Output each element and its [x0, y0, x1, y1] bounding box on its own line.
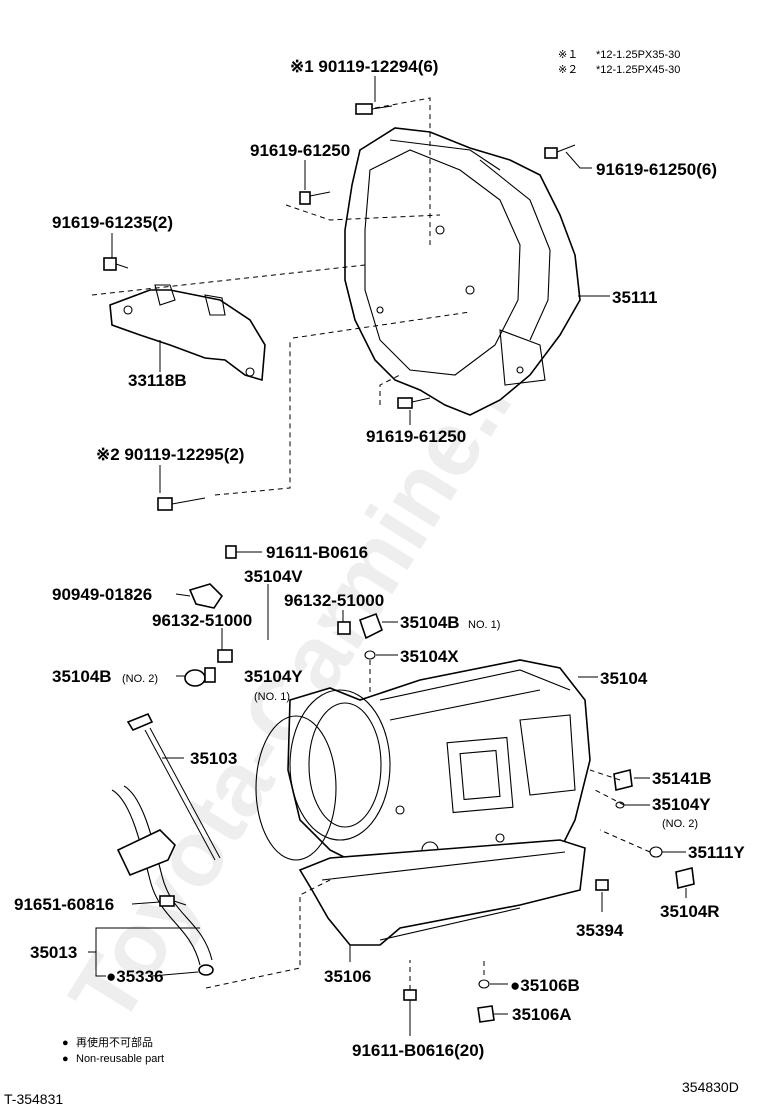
label-91619-61250-6: 91619-61250(6): [596, 160, 717, 179]
label-35104X: 35104X: [400, 647, 459, 666]
legend-1-symbol: ●: [62, 1037, 69, 1049]
label-35111: 35111: [612, 288, 657, 307]
plug-35141B: [613, 769, 633, 791]
clamp-96132-51000-b: [337, 621, 351, 635]
filler-tube-35013: [111, 785, 214, 976]
label-90119-12294: ※1 90119-12294(6): [290, 57, 438, 76]
clamp-96132-51000-a: [217, 649, 233, 663]
label-35106B: ●35106B: [510, 976, 580, 995]
lower-guide-lines: [205, 660, 651, 990]
bolt-91611-B0616: [225, 545, 237, 559]
label-35104: 35104: [600, 669, 648, 688]
note-1-mark: ※１: [558, 49, 578, 61]
bolt-91651-60816: [159, 895, 187, 907]
clip-90949-01826: [188, 583, 224, 609]
label-91619-61250-b: 91619-61250: [366, 427, 466, 446]
bolt-91619-61250-a: [299, 191, 331, 205]
label-35336: ●35336: [106, 967, 164, 986]
spec-notes: ※１ *12-1.25PX35-30 ※２ *12-1.25PX45-30: [558, 49, 680, 76]
label-35104B-no2: 35104B: [52, 667, 112, 686]
o-ring-35104Y-1: [255, 715, 337, 861]
bolt-91611-B0616-20: [403, 989, 417, 1030]
label-91619-61250-a: 91619-61250: [250, 141, 350, 160]
label-96132-51000-a: 96132-51000: [152, 611, 252, 630]
label-35106: 35106: [324, 967, 371, 986]
o-ring-35104X: [364, 650, 376, 660]
legend-2-symbol: ●: [62, 1053, 69, 1065]
label-91619-61235: 91619-61235(2): [52, 213, 173, 232]
lower-leader-lines: [88, 551, 687, 1036]
footer-left-id: T-354831: [4, 1091, 63, 1107]
label-35106A: 35106A: [512, 1005, 572, 1024]
label-35104Y: 35104Y: [244, 667, 303, 686]
bracket-33118B: [109, 284, 266, 382]
fitting-35104B-1: [358, 612, 384, 640]
bolt-90119-12295: [157, 497, 206, 511]
bolt-91619-61250-b: [397, 397, 431, 409]
label-35104B-no1: 35104B: [400, 613, 460, 632]
label-91611-B0616-20: 91611-B0616(20): [352, 1041, 484, 1060]
oil-pan-35106: [298, 839, 586, 946]
bolt-90119-12294: [355, 103, 393, 115]
label-35111Y: 35111Y: [688, 843, 745, 862]
legend: ● 再使用不可部品 ● Non-reusable part: [62, 1035, 164, 1065]
plug-35104R: [675, 867, 695, 889]
bolt-91619-61235: [103, 257, 129, 271]
fitting-35104B-2: [184, 667, 216, 687]
bolt-91619-61250-6: [544, 144, 576, 159]
label-35104Y-no2: 35104Y: [652, 795, 711, 814]
note-2-mark: ※２: [558, 64, 578, 76]
label-35394: 35394: [576, 921, 624, 940]
label-33118B: 33118B: [128, 371, 187, 390]
footer-right-id: 354830D: [682, 1079, 739, 1095]
label-35103: 35103: [190, 749, 237, 768]
label-91611-B0616: 91611-B0616: [266, 543, 368, 562]
note-1-text: *12-1.25PX35-30: [596, 49, 680, 61]
label-35013: 35013: [30, 943, 77, 962]
label-90119-12295: ※2 90119-12295(2): [96, 445, 244, 464]
label-35104Y-no2-note: (NO. 2): [662, 818, 698, 830]
label-35104V: 35104V: [244, 567, 303, 586]
label-35104B-no1-note: NO. 1): [468, 619, 500, 631]
label-35104B-no2-note: (NO. 2): [122, 673, 158, 685]
legend-2-text: Non-reusable part: [76, 1053, 164, 1065]
o-ring-35111Y: [649, 846, 663, 858]
transmission-case-35104: [287, 659, 591, 886]
label-96132-51000-b: 96132-51000: [284, 591, 384, 610]
upper-guide-lines: [91, 97, 471, 496]
label-91651-60816: 91651-60816: [14, 895, 114, 914]
bell-housing-35111: [344, 127, 581, 416]
dipstick-35103: [126, 712, 221, 861]
upper-leader-lines: [111, 76, 610, 493]
label-35104Y-note: (NO. 1): [254, 691, 290, 703]
gasket-35106B: [478, 979, 490, 989]
note-2-text: *12-1.25PX45-30: [596, 64, 680, 76]
label-90949-01826: 90949-01826: [52, 585, 152, 604]
label-35104R: 35104R: [660, 902, 720, 921]
drain-plug-35106A: [477, 1005, 495, 1023]
breather-hose-35104V: [227, 625, 343, 648]
legend-1-text: 再使用不可部品: [76, 1035, 153, 1049]
label-35141B: 35141B: [652, 769, 712, 788]
magnet-35394: [595, 879, 609, 891]
